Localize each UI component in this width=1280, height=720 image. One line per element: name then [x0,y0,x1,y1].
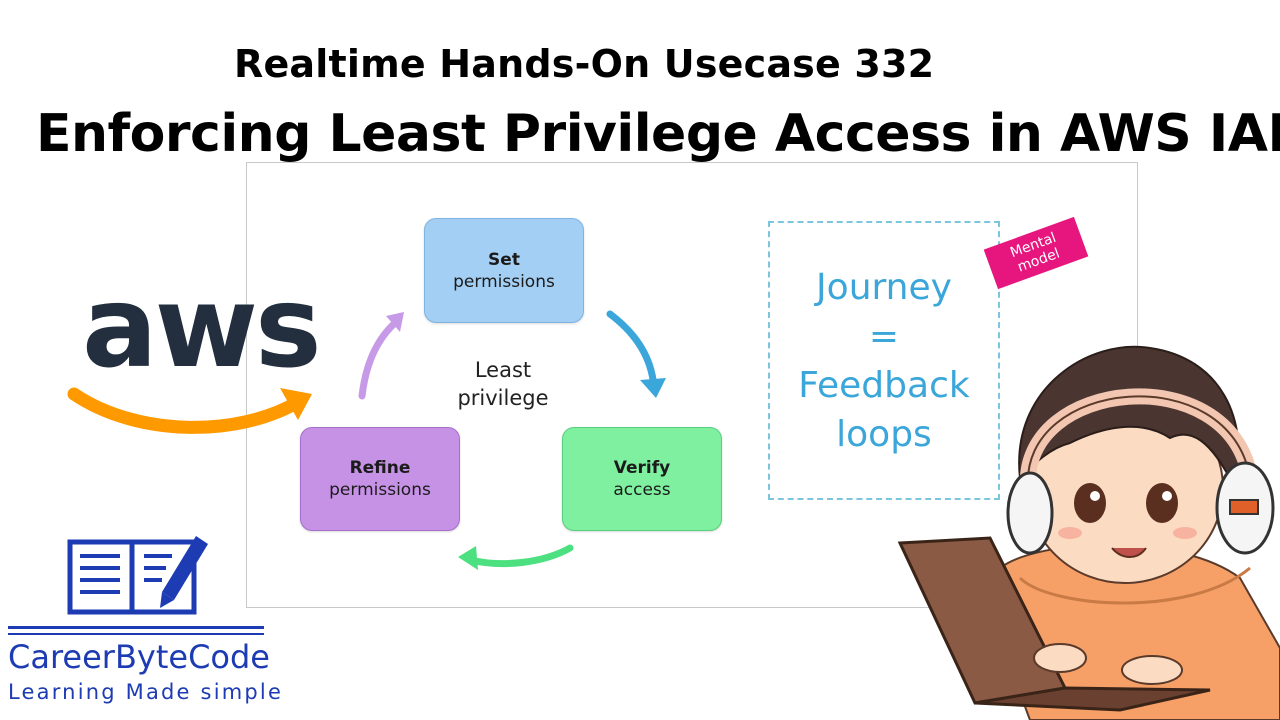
step-verify-bold: Verify [613,458,671,478]
arrow-head-set-icon [386,312,404,332]
boy-with-headphones-laptop-icon [897,345,1280,720]
brand-divider-top [8,626,264,629]
open-book-pencil-icon [67,536,208,615]
aws-logo-text: aws [82,263,322,393]
page-subtitle: Realtime Hands-On Usecase 332 [234,42,935,86]
arrow-set-to-verify-icon [606,310,658,392]
journey-line3: Feedback [798,364,970,406]
journey-line1: Journey [816,266,952,308]
step-set-text: permissions [453,271,555,292]
journey-box: Journey = Feedback loops [768,221,1000,500]
center-label-line2: privilege [457,386,549,410]
step-set-permissions: Set permissions [424,218,584,323]
arrow-head-refine-icon [458,546,478,570]
arrow-head-verify-icon [640,378,666,398]
step-verify-text: access [613,480,671,500]
aws-smile-icon [67,387,312,434]
center-label-line1: Least [474,358,532,382]
brand-tagline: Learning Made simple [8,680,284,704]
arrow-verify-to-refine-icon [466,544,574,568]
journey-line2: = [868,315,900,357]
step-set-bold: Set [488,249,520,270]
diagram-panel [246,162,1138,608]
brand-divider-bottom [8,633,264,635]
step-verify-access: Verify access [562,427,722,531]
journey-line4: loops [836,413,932,455]
page-title: Enforcing Least Privilege Access in AWS … [36,104,1280,164]
step-refine-text: permissions [329,480,431,500]
step-refine-permissions: Refine permissions [300,427,460,531]
step-refine-bold: Refine [349,458,411,478]
cycle-center-label: Least privilege [440,356,566,412]
arrow-refine-to-set-icon [358,318,400,400]
brand-name: CareerByteCode [8,638,270,676]
